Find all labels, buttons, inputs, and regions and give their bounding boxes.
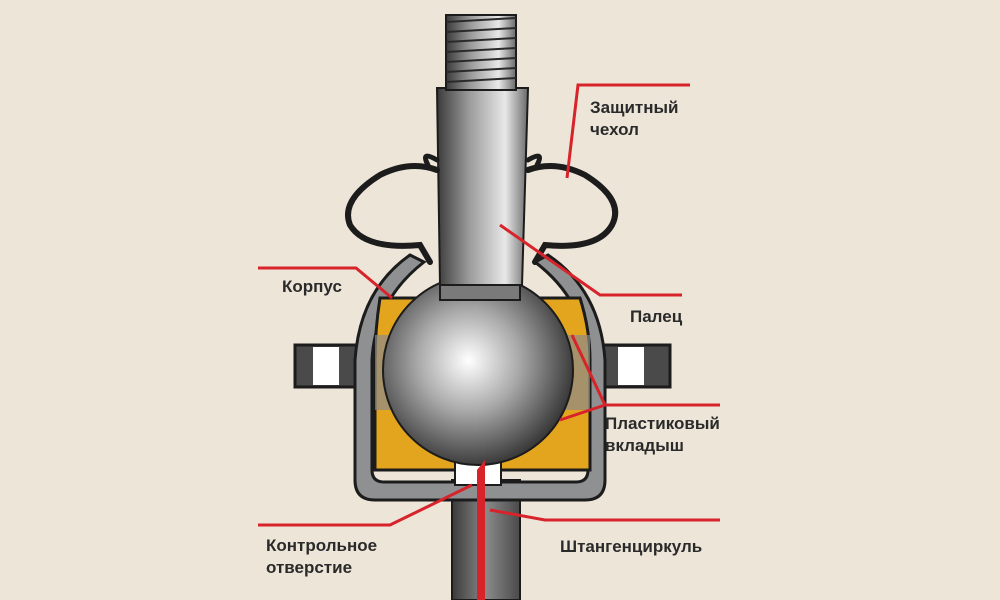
label-liner-line1: Пластиковый: [605, 414, 720, 433]
label-liner-line2: вкладыш: [605, 436, 684, 455]
caliper-probe: [477, 460, 485, 600]
label-protective-boot: Защитный чехол: [590, 97, 678, 141]
thread-lines: [445, 17, 517, 83]
label-control-hole: Контрольное отверстие: [266, 535, 377, 579]
label-boot-line1: Защитный: [590, 98, 679, 117]
label-plastic-liner: Пластиковый вкладыш: [605, 413, 720, 457]
stud-thread: [445, 14, 517, 91]
label-hole-line2: отверстие: [266, 558, 353, 577]
ball: [382, 274, 574, 466]
label-boot-line2: чехол: [590, 120, 639, 139]
leader-lines: [258, 83, 720, 527]
protective-boot: [345, 153, 619, 265]
label-stud: Палец: [630, 307, 683, 326]
housing: [353, 253, 607, 502]
label-housing: Корпус: [282, 277, 342, 296]
stud-taper: [435, 87, 530, 286]
housing-flanges: [293, 343, 672, 389]
label-hole-line1: Контрольное: [266, 536, 378, 555]
label-caliper: Штангенциркуль: [560, 537, 703, 556]
